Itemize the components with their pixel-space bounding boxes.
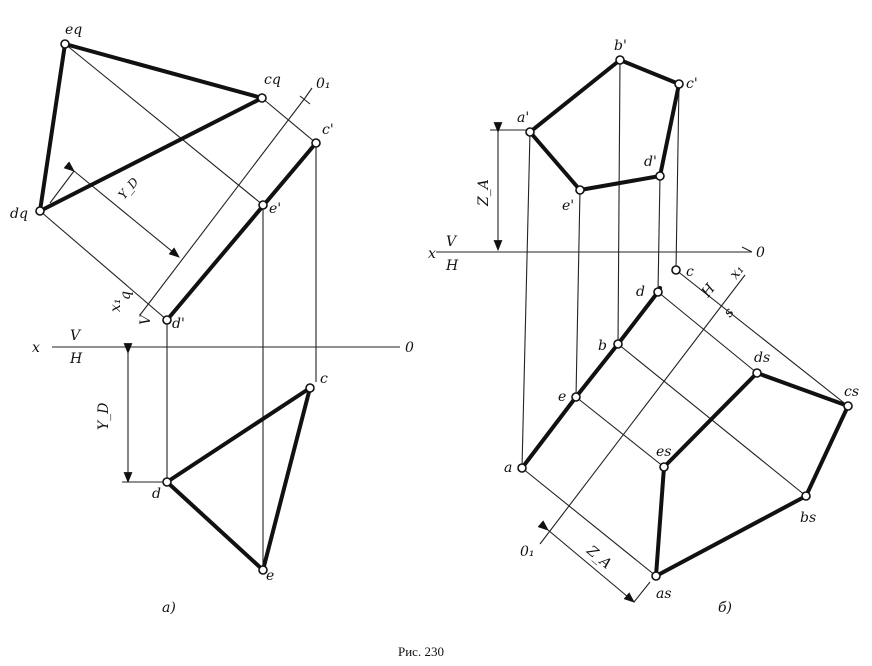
right-axis-v-label: V — [446, 234, 458, 250]
left-axis-0-label: 0 — [405, 340, 414, 356]
point-d — [162, 477, 172, 487]
right-axis-x1-label: x₁ — [727, 262, 748, 283]
label-b-b: b — [598, 338, 607, 354]
point-cs — [843, 401, 853, 411]
point-es — [659, 462, 669, 472]
subfigure-a-label: а) — [162, 600, 176, 616]
point-cq — [257, 93, 267, 103]
point-e — [258, 565, 268, 575]
point-b-b — [613, 339, 623, 349]
label-es: es — [656, 444, 671, 460]
left-axis-q-label: q — [118, 291, 134, 300]
right-dim-za-lower: Z_A — [537, 520, 651, 603]
point-dq — [35, 206, 45, 216]
point-bs — [801, 491, 811, 501]
left-dim-yd-upper: Y_D — [49, 161, 180, 258]
label-c: c — [320, 371, 328, 387]
left-dim-yd-upper-label: Y_D — [116, 175, 142, 202]
left-axis-v-label: V — [70, 328, 82, 344]
left-labels: eq cq dq c' e' d' c d e x 0 V H 0₁ x₁ q … — [10, 22, 414, 584]
right-edges — [520, 58, 850, 578]
point-d-prime — [162, 315, 172, 325]
right-dim-za-lower-label: Z_A — [583, 542, 615, 572]
point-d-prime-b — [655, 171, 665, 181]
point-c-b — [671, 265, 681, 275]
point-as — [651, 571, 661, 581]
left-axis-h-label: H — [69, 351, 83, 367]
figure-a: Y_D Y_D eq cq — [10, 22, 414, 584]
right-axis-h1-label: H — [698, 280, 719, 301]
left-axis-01-label: 0₁ — [316, 76, 331, 92]
right-axis-h-label: H — [445, 258, 459, 274]
label-d: d — [152, 486, 161, 502]
point-a-prime — [525, 127, 535, 137]
point-b-prime — [615, 55, 625, 65]
figure-caption: Рис. 230 — [398, 644, 444, 659]
right-axis-0-label: 0 — [756, 245, 765, 261]
label-c-b: c — [686, 264, 694, 280]
right-axis-01-label: 0₁ — [520, 544, 535, 560]
point-a-b — [517, 463, 527, 473]
left-axis-x1-label: x₁ — [108, 298, 124, 312]
point-e-b — [571, 392, 581, 402]
right-labels: b' c' a' d' e' c d b e a ds cs es bs as … — [428, 38, 859, 602]
label-d-prime-b: d' — [644, 154, 657, 170]
right-projection-lines — [521, 59, 849, 577]
right-axis-x1-01 — [539, 274, 746, 545]
label-d-prime: d' — [172, 316, 185, 332]
left-axis-v1-label: V — [138, 313, 154, 325]
point-c-prime-b — [674, 79, 684, 89]
label-b-prime: b' — [614, 38, 627, 54]
label-dq: dq — [10, 206, 28, 222]
right-axis-x-label: x — [428, 246, 436, 262]
label-as: as — [656, 586, 672, 602]
label-e-prime: e' — [269, 201, 281, 217]
left-projection-lines — [39, 43, 317, 570]
label-c-prime-b: c' — [686, 76, 698, 92]
label-e-b: e — [558, 389, 566, 405]
point-e-prime — [258, 200, 268, 210]
label-e-prime-b: e' — [562, 198, 574, 214]
label-ds: ds — [754, 350, 770, 366]
point-c — [305, 383, 315, 393]
left-dim-yd-lower-label: Y_D — [96, 403, 112, 430]
label-bs: bs — [800, 510, 816, 526]
label-cs: cs — [844, 384, 859, 400]
point-eq — [60, 39, 70, 49]
right-dim-za-upper: Z_A — [476, 122, 528, 252]
label-a-prime: a' — [517, 110, 529, 126]
label-d-b: d — [636, 284, 645, 300]
point-e-prime-b — [575, 185, 585, 195]
point-c-prime — [311, 138, 321, 148]
label-a-b: a — [504, 460, 512, 476]
label-cq: cq — [264, 72, 281, 88]
label-eq: eq — [65, 22, 82, 38]
left-edges — [38, 42, 318, 572]
left-axis-x1-01 — [139, 97, 306, 316]
right-points — [517, 55, 853, 581]
label-e: e — [266, 568, 274, 584]
point-d-b — [653, 287, 663, 297]
right-dim-za-upper-label: Z_A — [476, 179, 492, 207]
left-axis-x-label: x — [32, 340, 40, 356]
figure-b: Z_A Z_A — [428, 38, 859, 603]
right-axis-s-label: s — [721, 305, 738, 321]
left-dim-yd-lower: Y_D — [96, 343, 163, 484]
left-points — [35, 39, 321, 575]
point-ds — [752, 368, 762, 378]
label-c-prime: c' — [322, 122, 334, 138]
subfigure-b-label: б) — [718, 600, 732, 616]
